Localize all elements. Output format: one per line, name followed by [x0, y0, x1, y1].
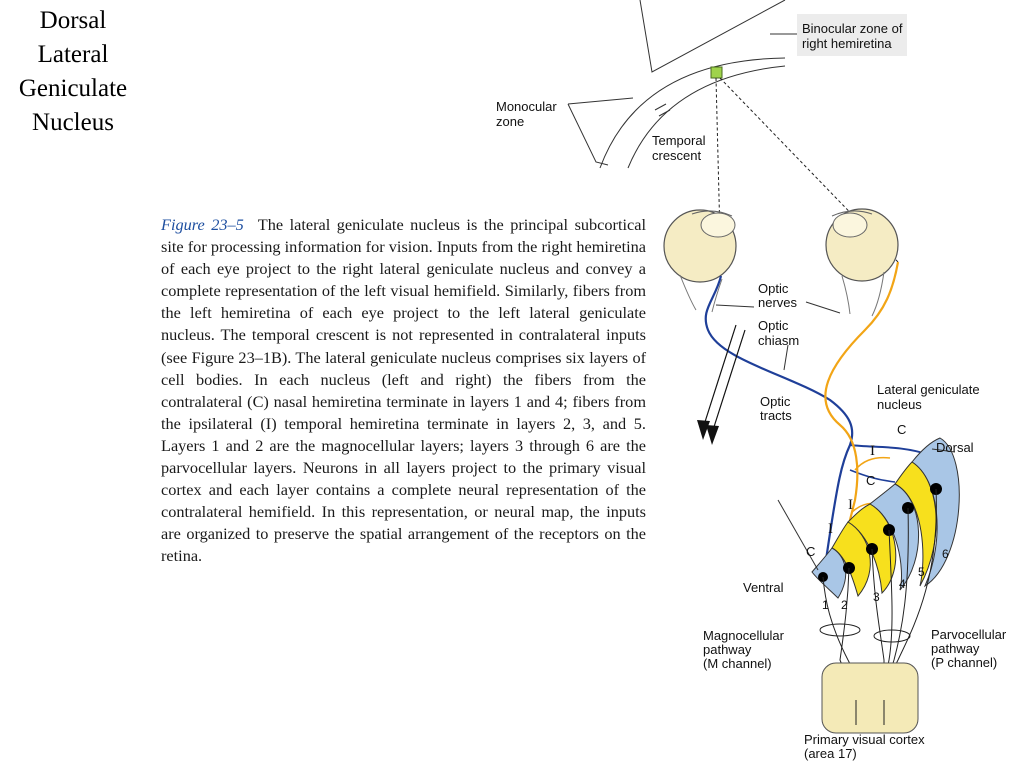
cortex-neuron-lines	[855, 700, 885, 725]
right-eye	[825, 208, 899, 282]
optic-chiasm-label: chiasm	[758, 333, 799, 348]
contralateral-marker: C	[866, 473, 875, 488]
binocular-field-wedge	[639, 0, 786, 73]
visual-field	[567, 0, 907, 277]
ipsilateral-marker: I	[848, 497, 853, 513]
layer-number-6: 6	[942, 547, 949, 561]
caption-text: The lateral geniculate nucleus is the pr…	[161, 215, 646, 566]
lgn-layers	[811, 437, 960, 599]
primary-visual-cortex-label: Primary visual cortex	[804, 732, 925, 747]
layer-number-3: 3	[873, 590, 880, 604]
magnocellular-pathway-label: (M channel)	[703, 656, 772, 671]
lgn-label: Lateral geniculate	[877, 382, 980, 397]
right-optic-nerve	[841, 271, 885, 317]
left-optic-nerve	[679, 274, 723, 313]
layer-number-2: 2	[841, 598, 848, 612]
visual-field-inner-arc	[627, 65, 786, 169]
optic-tracts-label: tracts	[760, 408, 792, 423]
magno-pathway-ring	[819, 623, 861, 637]
layer-number-1: 1	[822, 598, 829, 612]
binocular-zone-label: right hemiretina	[802, 36, 892, 51]
optic-tract-arrowhead-1	[697, 420, 710, 440]
binocular-zone-label: Binocular zone of	[802, 21, 903, 36]
slide-title-line: Lateral	[37, 41, 109, 68]
ipsilateral-marker: I	[870, 443, 875, 459]
slide-title-line: Geniculate	[18, 75, 128, 102]
parvocellular-pathway-label: Parvocellular	[931, 627, 1007, 642]
crescent-tick-marks	[654, 103, 671, 117]
monocular-zone-label: Monocular	[496, 99, 557, 114]
parvocellular-pathway-label: pathway	[931, 641, 980, 656]
temporal-crescent-label: crescent	[652, 148, 702, 163]
magnocellular-pathway-label: Magnocellular	[703, 628, 785, 643]
optic-tracts-label: Optic	[760, 394, 791, 409]
fixation-point-marker	[710, 66, 723, 79]
parvocellular-pathway-label: (P channel)	[931, 655, 997, 670]
contralateral-marker: C	[897, 422, 906, 437]
optic-nerves-label: Optic	[758, 281, 789, 296]
ipsilateral-branch-layer5	[854, 456, 891, 471]
optic-chiasm-label: Optic	[758, 318, 789, 333]
slide-title: Dorsal Lateral Geniculate Nucleus	[0, 4, 146, 140]
temporal-crescent-label: Temporal	[652, 133, 706, 148]
optic-tract-arrow-shaft-2	[712, 329, 746, 431]
lgn-label: nucleus	[877, 397, 922, 412]
ipsilateral-marker: I	[828, 521, 833, 537]
lgn-layer-1	[811, 547, 847, 599]
contralateral-branch-layer4	[849, 469, 896, 483]
slide-title-line: Dorsal	[39, 7, 107, 34]
optic-tract-arrow-shaft-1	[703, 324, 737, 426]
lgn-layer-6	[911, 437, 960, 588]
layer-number-5: 5	[918, 565, 925, 579]
contralateral-branch-layer6	[849, 444, 931, 456]
monocular-zone-label: zone	[496, 114, 524, 129]
magnocellular-pathway-label: pathway	[703, 642, 752, 657]
parvo-pathway-ring	[873, 629, 911, 643]
optic-tract-arrowhead-2	[706, 425, 719, 445]
contralateral-marker: C	[806, 544, 815, 559]
figure-label: Figure 23–5	[161, 215, 244, 234]
monocular-field-wedge	[567, 97, 634, 166]
ipsilateral-fiber	[824, 261, 900, 561]
primary-visual-cortex-label: (area 17)	[804, 746, 857, 761]
dorsal-label: Dorsal	[936, 440, 974, 455]
lgn-layer-5	[894, 461, 937, 587]
layer-number-4: 4	[899, 577, 906, 591]
slide-title-line: Nucleus	[32, 109, 114, 136]
left-eye	[663, 209, 737, 283]
primary-visual-cortex-box	[821, 662, 919, 734]
right-eye-projection-line	[719, 77, 899, 263]
visual-field-outer-arc	[599, 57, 786, 169]
optic-nerves-label: nerves	[758, 295, 798, 310]
ventral-label: Ventral	[743, 580, 784, 595]
leader-lines	[715, 301, 956, 571]
binocular-label-box	[797, 14, 907, 56]
